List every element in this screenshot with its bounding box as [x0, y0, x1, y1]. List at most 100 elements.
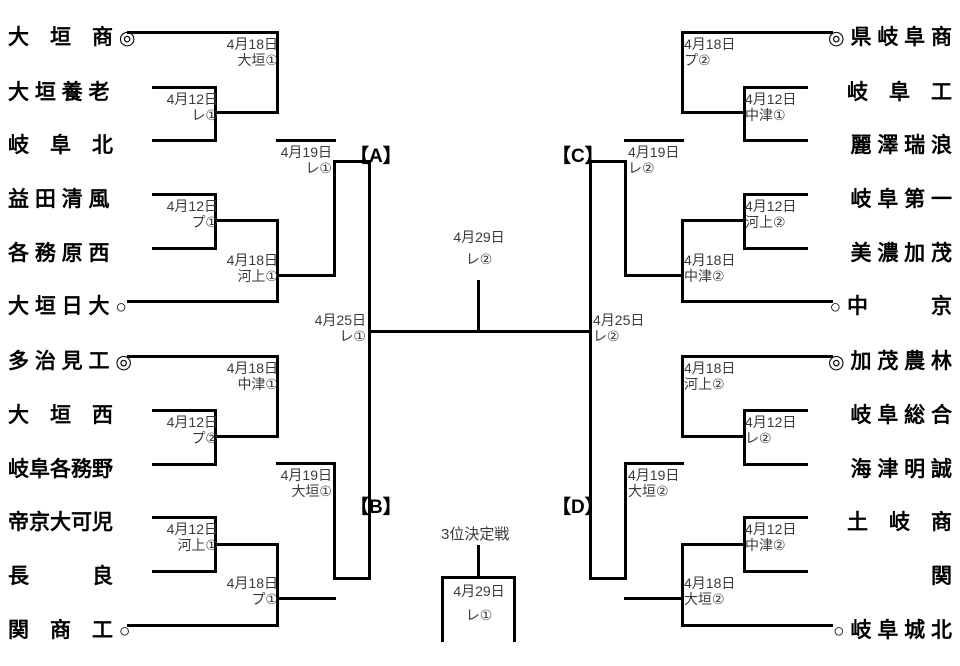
match-venue: プ② — [684, 52, 711, 69]
bracket-line — [214, 86, 217, 142]
match-date: 4月25日 — [593, 312, 645, 328]
bracket-line — [152, 463, 217, 466]
bracket-line — [276, 274, 336, 277]
bracket-line — [276, 31, 279, 113]
match-venue: 中津① — [745, 107, 786, 124]
team-label: ○ 中 京 — [829, 295, 952, 318]
bracket-line — [624, 274, 684, 277]
bracket-line — [681, 624, 833, 627]
match-label: 4月12日 レ① — [150, 91, 218, 123]
team-label: 海 津 明 誠 — [850, 458, 952, 481]
bracket-line — [624, 462, 627, 580]
match-date: 4月18日 — [226, 252, 278, 268]
team-label: ◎ 加 茂 農 林 — [828, 350, 952, 373]
match-date: 4月29日 — [453, 229, 505, 245]
bracket-line — [127, 624, 279, 627]
bracket-line — [681, 31, 684, 113]
bracket-line — [681, 111, 746, 114]
team-label: 美 濃 加 茂 — [850, 242, 952, 265]
seed-mark: ○ — [833, 621, 845, 642]
match-venue: レ② — [593, 328, 620, 345]
match-date: 4月18日 — [226, 575, 278, 591]
bracket-line — [152, 247, 217, 250]
bracket-line — [368, 160, 371, 578]
team-label: 大 垣 西 — [8, 404, 113, 427]
team-label: 関 商 工 ○ — [8, 619, 131, 642]
bracket-line — [589, 160, 592, 578]
third-place-line — [441, 576, 444, 642]
bracket-line — [214, 543, 279, 546]
bracket-line — [276, 219, 279, 302]
bracket-line — [624, 139, 684, 142]
match-label: 4月19日 レ① — [262, 144, 332, 176]
match-venue: 中津② — [745, 537, 786, 554]
bracket-line — [127, 300, 279, 303]
match-date: 4月18日 — [684, 36, 736, 52]
group-label-d: 【D】 — [552, 497, 604, 518]
final-match-label: 4月29日 レ② — [444, 229, 514, 267]
bracket-line — [152, 570, 217, 573]
team-label: 益 田 清 風 — [8, 188, 110, 211]
bracket-line — [743, 570, 808, 573]
match-label: 4月25日 レ① — [296, 312, 366, 344]
team-label: 各 務 原 西 — [8, 242, 110, 265]
bracket-line — [276, 139, 336, 142]
match-venue: レ② — [745, 430, 772, 447]
bracket-line — [214, 111, 279, 114]
seed-mark: ○ — [829, 297, 842, 318]
match-venue: 中津② — [684, 268, 725, 285]
bracket-line — [276, 355, 279, 437]
match-date: 4月19日 — [628, 467, 680, 483]
match-label: 4月18日 プ② — [684, 36, 754, 68]
match-label: 4月19日 大垣② — [628, 467, 698, 499]
group-label-b: 【B】 — [350, 497, 402, 518]
third-place-title: 3位決定戦 — [441, 526, 510, 543]
match-date: 4月18日 — [684, 252, 736, 268]
match-date: 4月18日 — [226, 360, 278, 376]
final-connector-line — [477, 280, 480, 332]
bracket-line — [743, 463, 808, 466]
group-label-a: 【A】 — [350, 146, 402, 167]
match-venue: プ① — [251, 591, 278, 608]
bracket-line — [681, 435, 746, 438]
bracket-line — [333, 462, 336, 580]
bracket-line — [368, 330, 480, 333]
match-date: 4月12日 — [745, 521, 797, 537]
bracket-line — [589, 577, 627, 580]
match-label: 4月18日 河上② — [684, 360, 754, 392]
bracket-line — [276, 543, 279, 626]
match-venue: 河上① — [177, 537, 218, 554]
bracket-line — [152, 139, 217, 142]
match-venue: 中津① — [237, 376, 278, 393]
team-label: 長 良 — [8, 565, 113, 588]
bracket-line — [624, 160, 627, 276]
match-date: 4月12日 — [166, 198, 218, 214]
bracket-line — [743, 193, 808, 196]
match-label: 4月18日 大垣① — [208, 36, 278, 68]
bracket-line — [681, 300, 833, 303]
match-label: 4月18日 大垣② — [684, 575, 754, 607]
bracket-line — [681, 543, 684, 626]
match-date: 4月12日 — [745, 414, 797, 430]
bracket-line — [624, 462, 684, 465]
match-label: 4月25日 レ② — [593, 312, 663, 344]
bracket-line — [152, 86, 217, 89]
team-label: 帝京大可児 — [8, 511, 113, 534]
team-label: 岐阜各務野 — [8, 458, 113, 481]
match-label: 4月12日 河上② — [745, 198, 815, 230]
bracket-line — [152, 193, 217, 196]
bracket-line — [743, 247, 808, 250]
team-label: 岐 阜 工 — [847, 81, 952, 104]
bracket-line — [624, 597, 684, 600]
third-place-line — [441, 576, 515, 579]
bracket-line — [681, 355, 684, 437]
team-label: 岐 阜 第 一 — [850, 188, 952, 211]
match-venue: 大垣② — [628, 483, 669, 500]
match-label: 4月12日 プ① — [150, 198, 218, 230]
match-label: 4月18日 中津② — [684, 252, 754, 284]
bracket-line — [743, 86, 746, 142]
match-label: 4月18日 中津① — [208, 360, 278, 392]
team-label: 大 垣 日 大 ○ — [8, 295, 127, 318]
bracket-line — [478, 330, 592, 333]
